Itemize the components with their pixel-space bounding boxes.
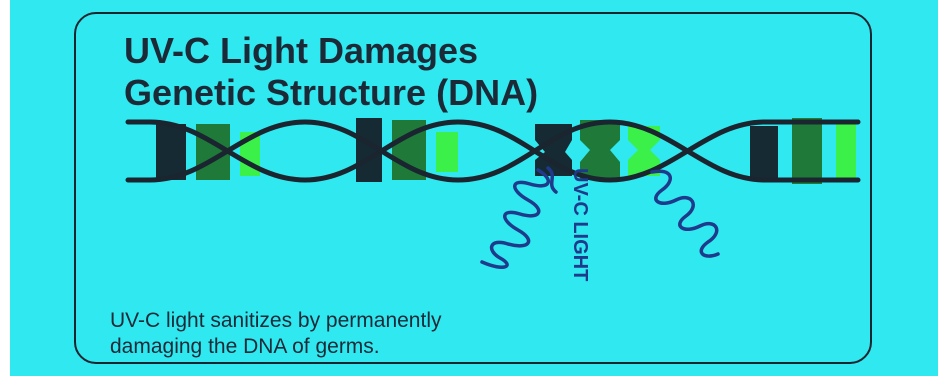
caption-line-2: damaging the DNA of germs.: [110, 334, 441, 360]
caption-line-1: UV-C light sanitizes by permanently: [110, 308, 441, 334]
dna-strands: [128, 122, 858, 180]
diagram-caption: UV-C light sanitizes by permanently dama…: [110, 308, 441, 360]
uv-waves: [482, 168, 718, 267]
uv-c-light-label: UV-C LIGHT: [569, 168, 591, 281]
base-pair-group-1: [156, 124, 260, 180]
base-pairs: [156, 118, 856, 184]
uv-wave-right: [652, 171, 718, 256]
base-pair-group-2: [356, 118, 458, 182]
uv-wave-left: [482, 170, 548, 267]
base-pair-group-3: [750, 118, 856, 184]
